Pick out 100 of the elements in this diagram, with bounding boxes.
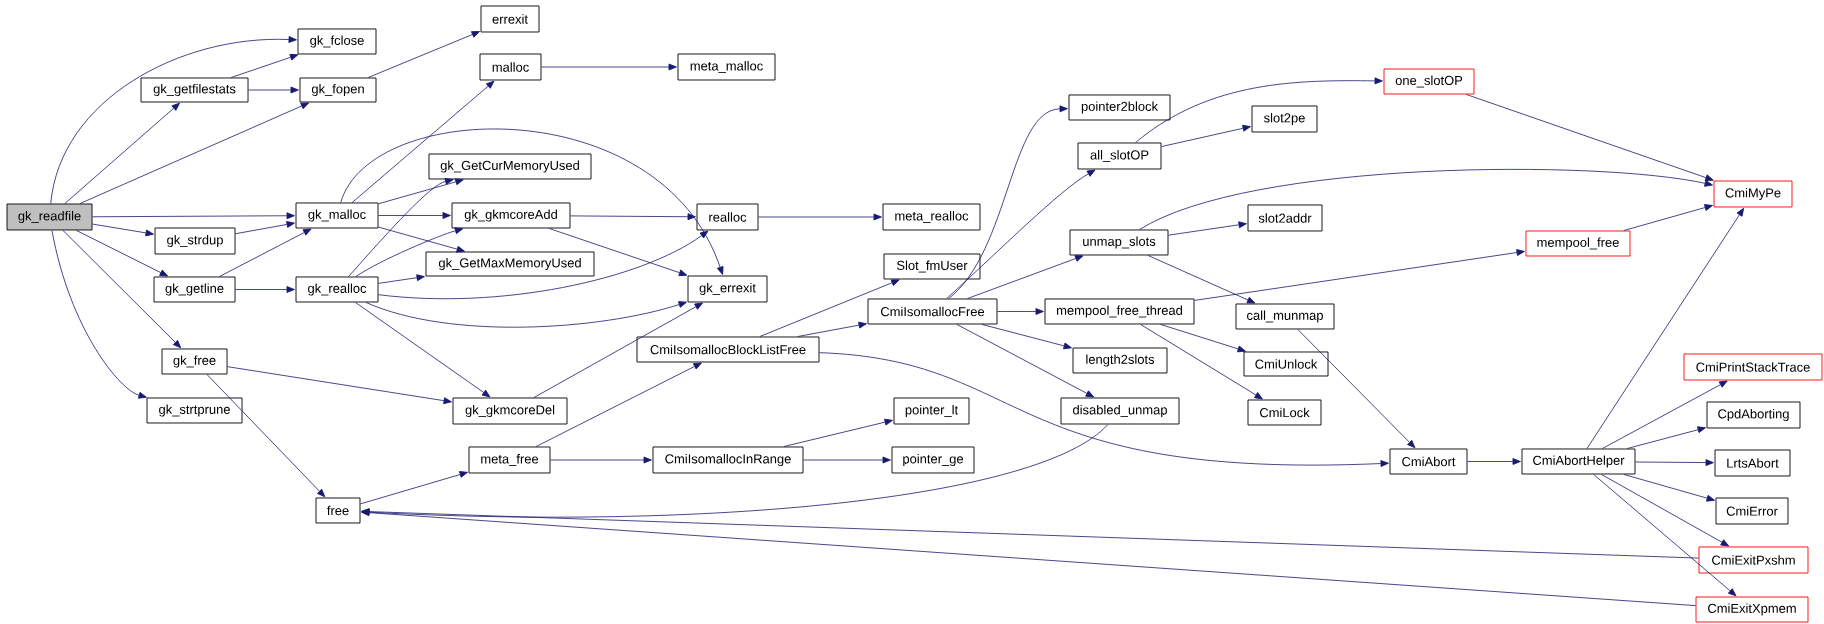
function-box: gk_gkmcoreDel [452, 397, 568, 425]
arrow [956, 324, 1095, 398]
arrow [62, 230, 182, 349]
arrow [1593, 474, 1737, 597]
function-box: slot2addr [1247, 204, 1323, 232]
arrow [367, 31, 480, 78]
function-box: CmiError [1715, 497, 1789, 525]
arrow [1194, 249, 1525, 301]
arrow [967, 255, 1084, 299]
function-box: slot2pe [1251, 105, 1318, 133]
arrow [1602, 380, 1728, 449]
function-box: call_munmap [1235, 303, 1335, 330]
arrow [1467, 458, 1521, 465]
function-box: CmiLock [1247, 399, 1322, 426]
function-box: disabled_unmap [1060, 397, 1180, 425]
arrow [1297, 329, 1416, 449]
arrow [365, 301, 687, 328]
function-box: free [315, 497, 361, 524]
arrow [50, 36, 297, 204]
function-box: mempool_free_thread [1044, 298, 1195, 325]
function-box: gk_realloc [295, 276, 379, 303]
arrow [378, 230, 709, 300]
function-box: CpdAborting [1706, 401, 1801, 429]
arrow [1139, 169, 1713, 230]
function-box: CmiExitXpmem [1695, 596, 1809, 623]
arrow [340, 129, 724, 275]
function-box: CmiPrintStackTrace [1683, 353, 1823, 381]
arrow [1140, 324, 1263, 400]
arrow [219, 228, 312, 277]
function-box: meta_malloc [677, 53, 776, 81]
function-box: gk_GetCurMemoryUsed [428, 153, 592, 180]
arrow [378, 226, 465, 253]
arrow [378, 212, 451, 219]
arrow [1161, 124, 1251, 147]
function-box: realloc [696, 203, 759, 231]
arrow [981, 324, 1072, 350]
arrow [92, 223, 154, 237]
function-box: LrtsAbort [1714, 449, 1791, 477]
arrow [1160, 324, 1246, 353]
arrow [1135, 77, 1383, 143]
function-box: all_slotOP [1077, 142, 1162, 170]
function-box: CmiAbortHelper [1521, 448, 1636, 475]
arrow [1635, 459, 1714, 466]
arrow [819, 352, 1389, 467]
function-box: CmiExitPxshm [1698, 546, 1809, 574]
arrow [206, 374, 326, 498]
function-box: gk_readfile [6, 203, 93, 231]
arrow [797, 321, 867, 337]
arrow [783, 418, 893, 447]
arrow [378, 274, 425, 284]
arrow [1586, 207, 1745, 449]
function-box: gk_fclose [297, 28, 377, 55]
function-box: CmiUnlock [1243, 351, 1329, 377]
arrow [76, 230, 169, 277]
arrow [64, 102, 180, 204]
function-box: gk_malloc [295, 202, 379, 229]
arrow [1623, 204, 1713, 231]
function-box: Slot_fmUser [883, 253, 981, 280]
arrow [803, 456, 891, 464]
arrow [759, 279, 900, 337]
arrow [355, 227, 464, 277]
function-box: CmiAbort [1389, 448, 1468, 475]
arrow [1168, 221, 1247, 236]
function-box: pointer2block [1068, 94, 1171, 121]
function-box: errexit [480, 5, 540, 33]
function-box: pointer_ge [891, 446, 975, 474]
arrow [1623, 474, 1715, 502]
function-box: length2slots [1072, 347, 1168, 374]
function-box: gk_getfilestats [140, 77, 249, 103]
arrow [533, 302, 703, 398]
function-box: pointer_lt [893, 397, 970, 425]
arrow [230, 53, 299, 78]
function-box: one_slotOP [1383, 68, 1475, 95]
arrow [535, 362, 702, 447]
function-box: CmiIsomallocBlockListFree [636, 336, 820, 363]
arrow [541, 63, 677, 71]
function-box: gk_errexit [687, 275, 768, 303]
function-box: gk_fopen [299, 77, 377, 103]
arrow [361, 508, 1699, 559]
arrow [361, 509, 1696, 606]
arrow [1626, 426, 1706, 449]
arrow [550, 456, 652, 464]
arrow [1147, 255, 1256, 304]
function-box: meta_free [468, 446, 551, 474]
function-box: gk_GetMaxMemoryUsed [425, 251, 595, 277]
arrow [51, 230, 147, 399]
function-box: gk_free [161, 348, 228, 375]
arrow [355, 302, 491, 398]
arrow [997, 308, 1044, 315]
function-box: malloc [479, 53, 542, 81]
function-box: meta_realloc [882, 203, 981, 231]
arrow [570, 213, 696, 221]
arrow [235, 221, 295, 235]
function-box: gk_getline [153, 276, 236, 303]
arrow [1601, 474, 1730, 547]
arrow [227, 366, 452, 405]
arrow [1465, 94, 1714, 181]
function-box: gk_strtprune [146, 397, 243, 424]
arrow [248, 86, 299, 94]
function-box: mempool_free [1525, 230, 1631, 257]
